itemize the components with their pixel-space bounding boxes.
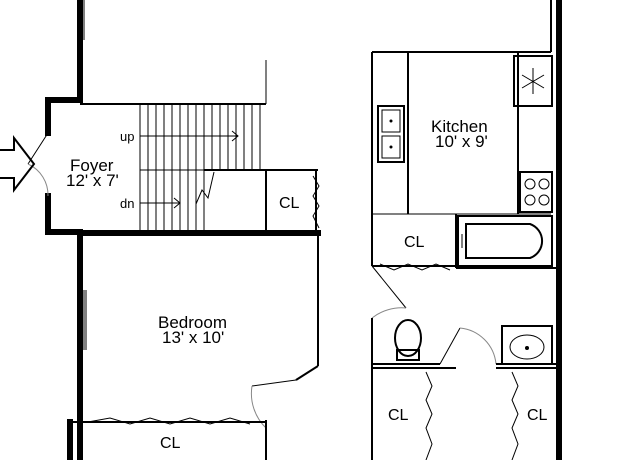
toilet-icon bbox=[394, 319, 422, 361]
entry-door bbox=[27, 132, 49, 197]
stair-up-label: up bbox=[120, 129, 134, 144]
bathroom-sink-icon bbox=[501, 325, 553, 365]
kitchen-walls bbox=[371, 51, 551, 215]
bedroom-walls bbox=[67, 233, 319, 460]
foyer-walls bbox=[77, 60, 321, 236]
bedroom-closet-label: CL bbox=[160, 435, 181, 452]
kitchen-name: Kitchen bbox=[431, 117, 488, 136]
hall-closet-left-label: CL bbox=[388, 407, 409, 424]
bedroom-dims: 13' x 10' bbox=[162, 328, 224, 347]
staircase bbox=[139, 104, 261, 233]
entry-arrow-icon bbox=[0, 135, 36, 193]
bathtub-icon bbox=[457, 215, 553, 267]
kitchen-closet-label: CL bbox=[404, 234, 425, 251]
foyer-closet-label: CL bbox=[279, 195, 300, 212]
exterior-wall-right bbox=[550, 0, 562, 460]
foyer-dims: 12' x 7' bbox=[66, 171, 119, 190]
sink-icon bbox=[377, 105, 405, 163]
hall-closets bbox=[372, 367, 556, 460]
stair-down-label: dn bbox=[120, 196, 134, 211]
kitchen-dims: 10' x 9' bbox=[435, 132, 488, 151]
foyer-closet bbox=[265, 170, 320, 233]
kitchen-closet bbox=[371, 214, 457, 271]
foyer-name: Foyer bbox=[70, 156, 114, 175]
hall-closet-right-label: CL bbox=[527, 407, 548, 424]
bedroom-name: Bedroom bbox=[158, 313, 227, 332]
stove-burner-icon bbox=[519, 171, 553, 213]
snowflake-icon bbox=[513, 55, 553, 107]
